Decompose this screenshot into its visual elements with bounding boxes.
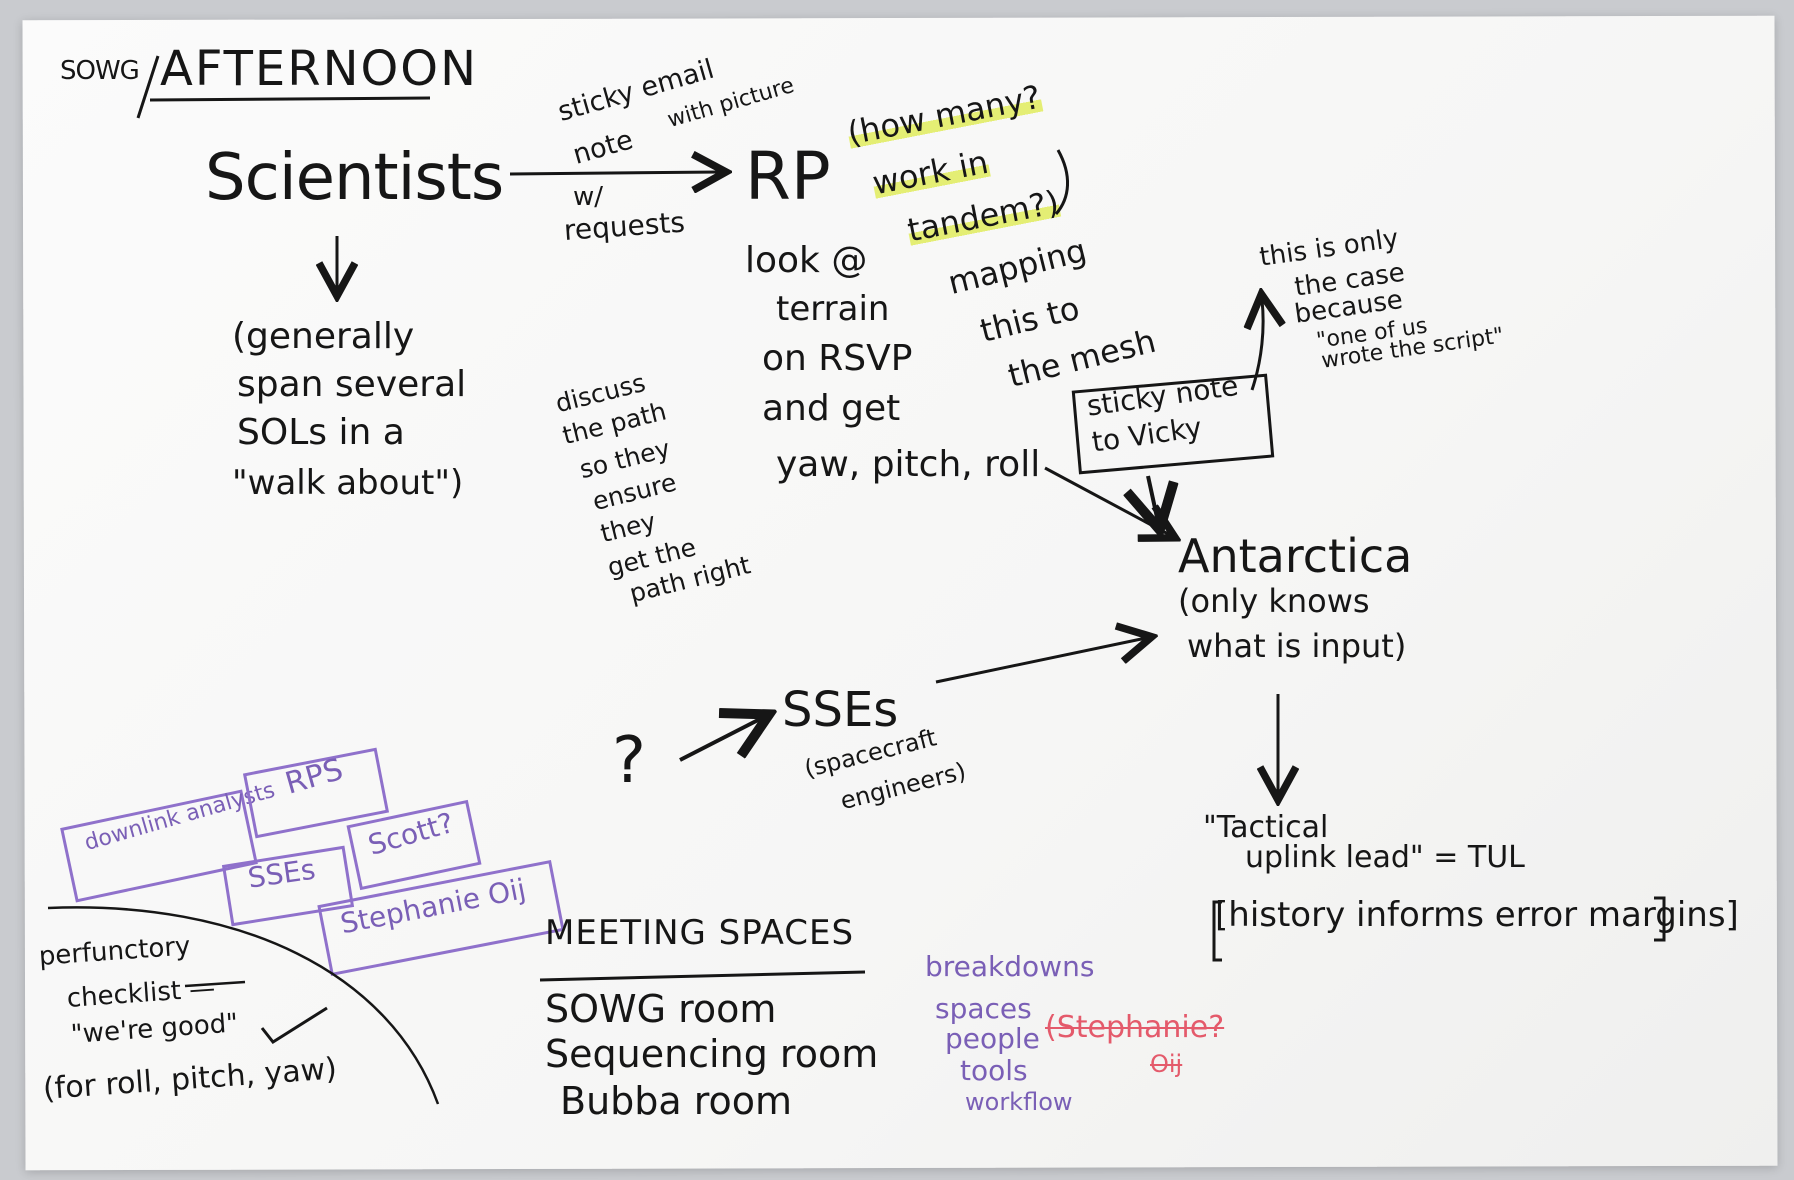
terrain-line-3: on RSVP — [762, 338, 913, 379]
terrain-line-5: yaw, pitch, roll — [776, 444, 1041, 485]
antarctica-detail-1: (only knows — [1178, 582, 1370, 620]
scientists-detail-4: "walk about") — [232, 463, 464, 503]
antarctica-label: Antarctica — [1178, 529, 1413, 583]
meeting-room-3: Bubba room — [560, 1079, 793, 1123]
sses-label: SSEs — [782, 682, 899, 738]
breakdowns-item-1: breakdowns — [925, 950, 1095, 983]
terrain-line-4: and get — [762, 388, 901, 429]
question-mark: ? — [612, 724, 646, 798]
crossed-out-suffix: Oij — [1150, 1050, 1183, 1078]
scientists-detail-3: SOLs in a — [237, 412, 405, 453]
scientists-detail-1: (generally — [232, 316, 415, 357]
meeting-spaces-title: MEETING SPACES — [545, 913, 855, 953]
meeting-room-2: Sequencing room — [545, 1032, 879, 1076]
tul-line-1: "Tactical — [1203, 810, 1329, 845]
scientists-label: Scientists — [205, 141, 504, 215]
header-prefix: SOWG — [60, 56, 140, 86]
breakdowns-item-5: workflow — [965, 1088, 1073, 1116]
breakdowns-item-3: people — [945, 1022, 1040, 1055]
terrain-line-2: terrain — [776, 289, 890, 329]
arrow-label-requests: requests — [562, 205, 686, 247]
breakdowns-item-4: tools — [960, 1054, 1028, 1087]
tul-history: [history informs error margins] — [1215, 895, 1739, 935]
crossed-out-name: (Stephanie? — [1045, 1010, 1225, 1045]
antarctica-detail-2: what is input) — [1187, 627, 1407, 665]
scientists-detail-2: span several — [237, 364, 467, 405]
page-title: AFTERNOON — [160, 41, 478, 97]
meeting-room-1: SOWG room — [545, 987, 777, 1031]
tul-line-2: uplink lead" = TUL — [1245, 840, 1525, 875]
arrow-label-with: w/ — [573, 182, 604, 212]
terrain-line-1: look @ — [745, 240, 868, 281]
breakdowns-item-2: spaces — [935, 992, 1032, 1025]
rp-label: RP — [745, 138, 831, 215]
